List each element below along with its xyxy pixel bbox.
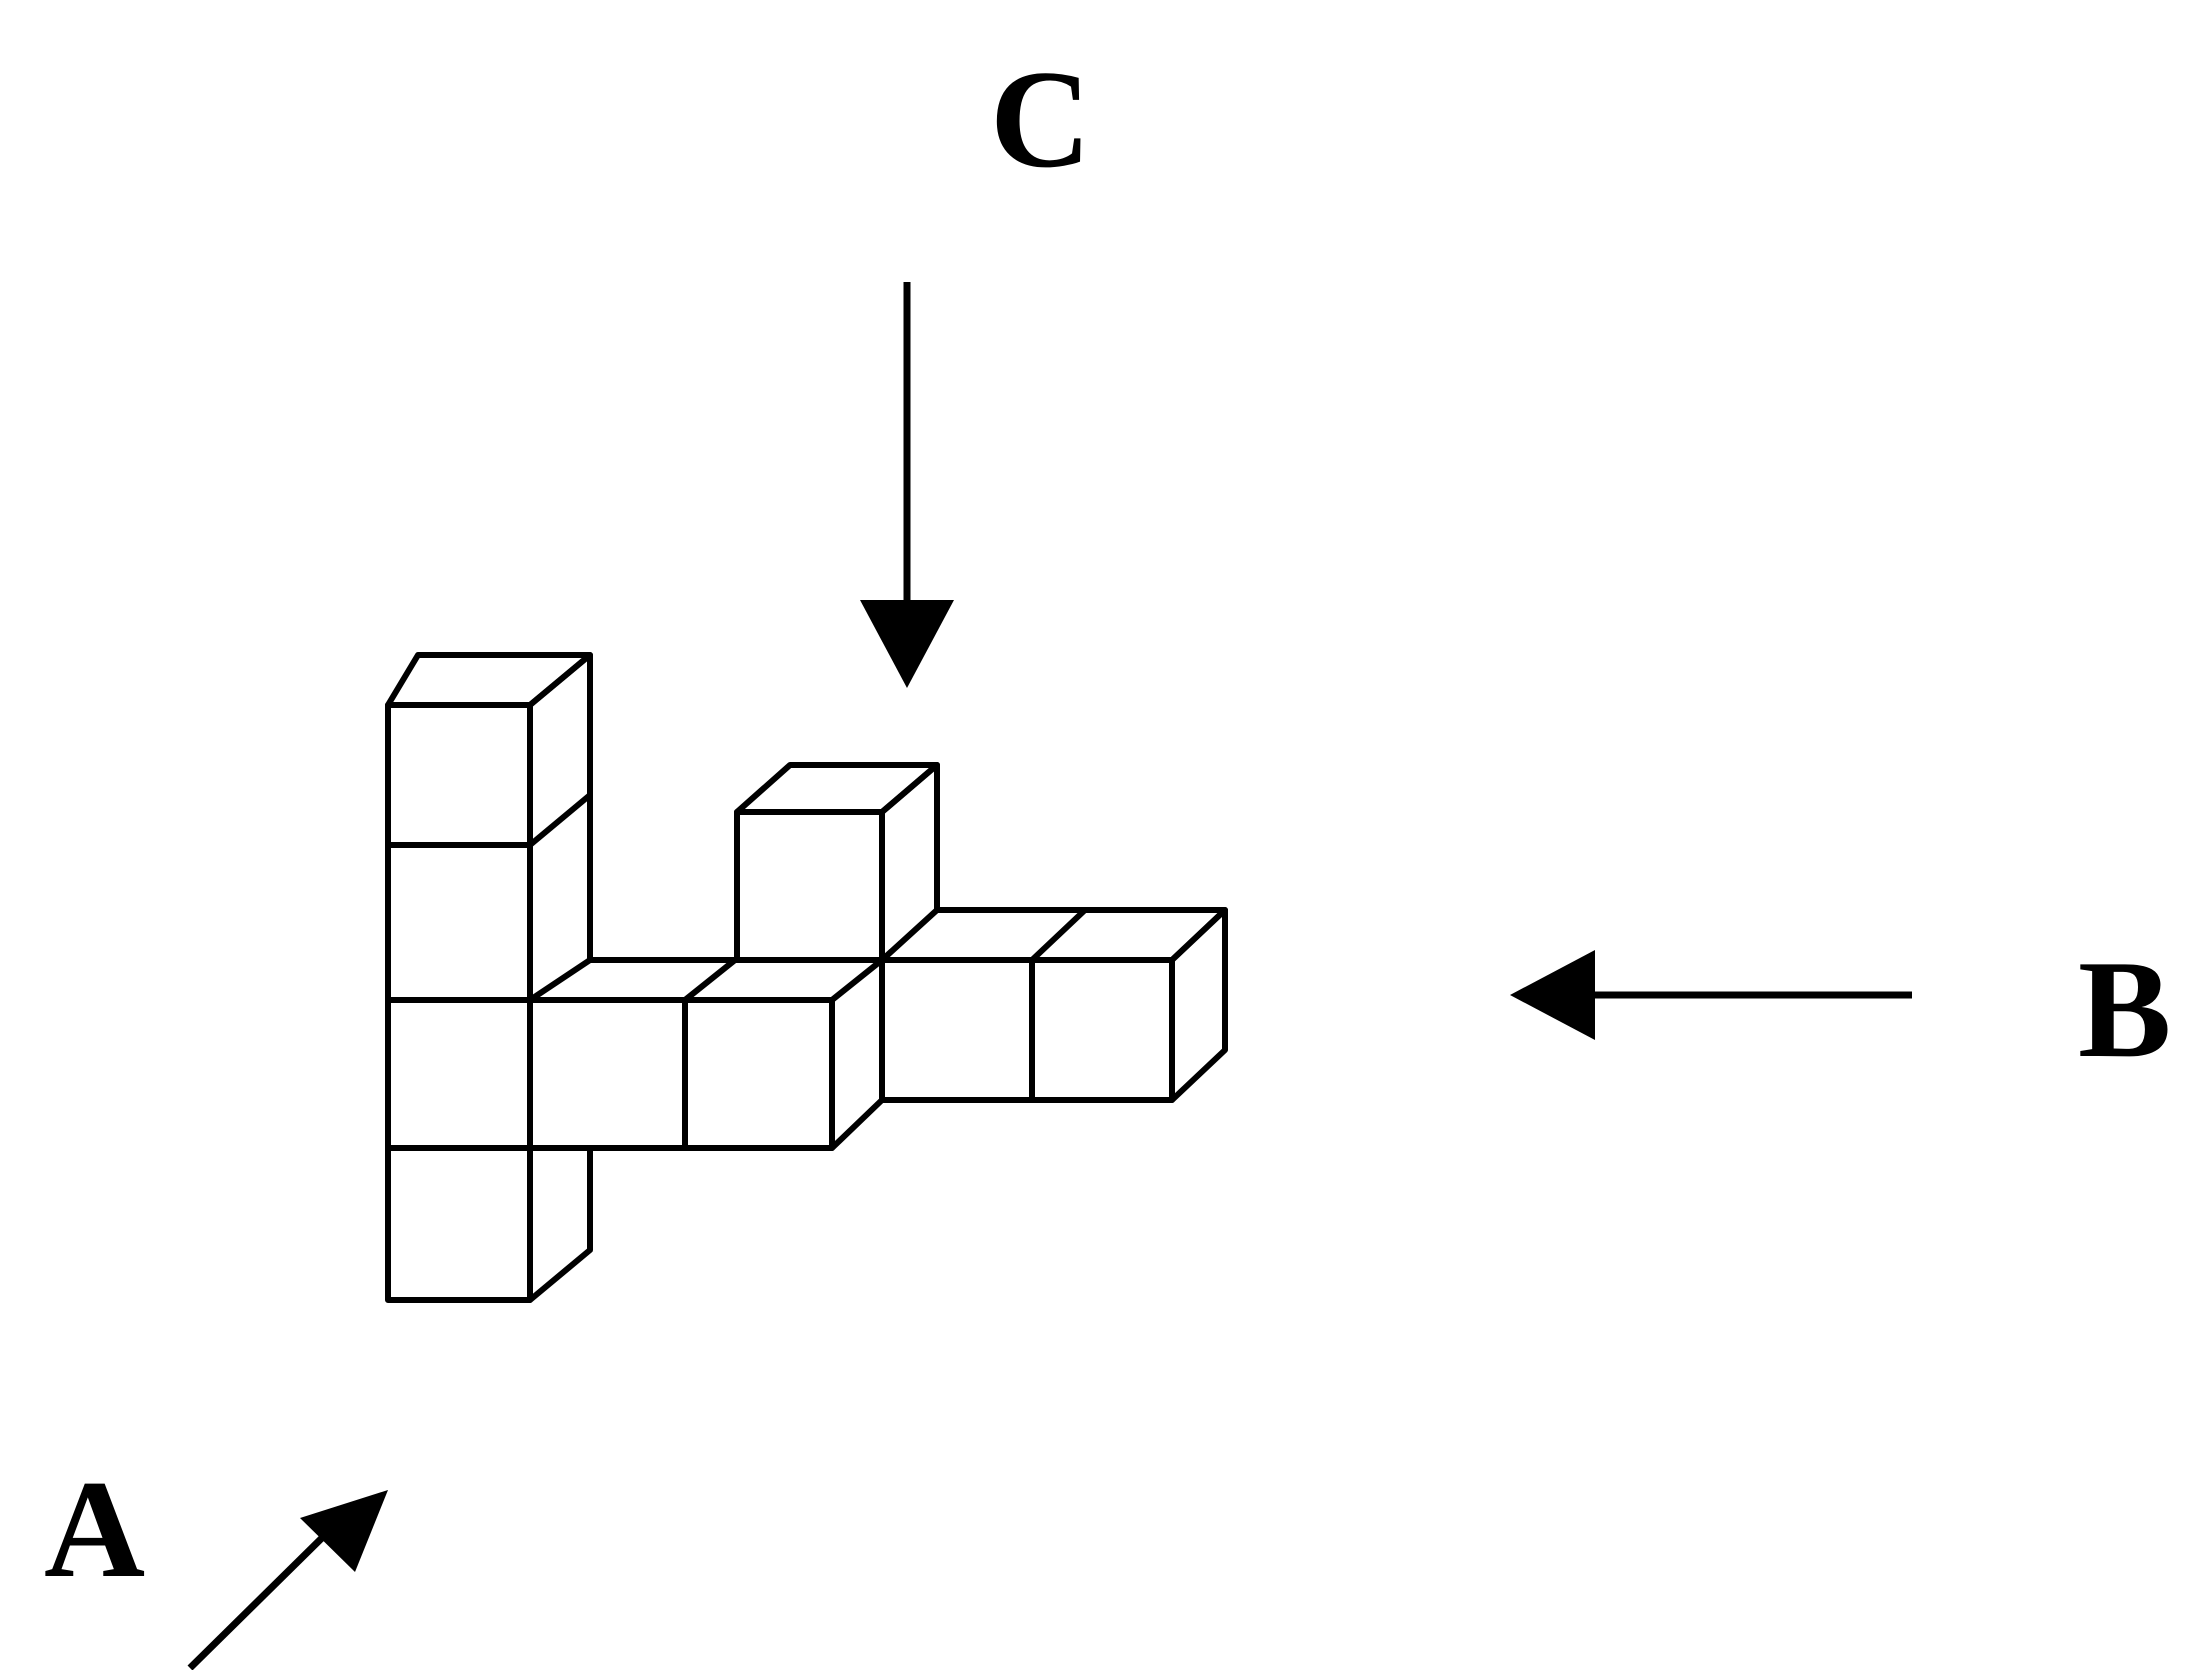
arrow-b-icon (1510, 950, 1912, 1040)
cube-divider (1029, 907, 1088, 963)
cube-divider (682, 957, 738, 1003)
cube-top-raised (734, 762, 940, 963)
cube-back-front-face (879, 957, 1175, 1103)
cube-back-side-face (1169, 907, 1228, 1103)
arrow-c-icon (860, 282, 954, 688)
arrow-a-icon (187, 1490, 388, 1670)
cube-column-left (385, 652, 593, 1303)
cube-row-back-right (879, 907, 1228, 1103)
cube-column-side-face-lower (527, 1145, 593, 1303)
cube-column-side-face (527, 652, 593, 963)
cube-row-front (527, 957, 885, 1151)
cube-row-front-face (527, 997, 835, 1151)
view-label-b: B (2078, 932, 2172, 1087)
cube-top-front-face (734, 809, 885, 963)
cube-row-side-face (829, 957, 885, 1151)
view-label-a: A (44, 1452, 146, 1607)
cube-top-side-face (879, 762, 940, 963)
cube-divider (527, 792, 593, 848)
view-label-c: C (990, 42, 1092, 197)
